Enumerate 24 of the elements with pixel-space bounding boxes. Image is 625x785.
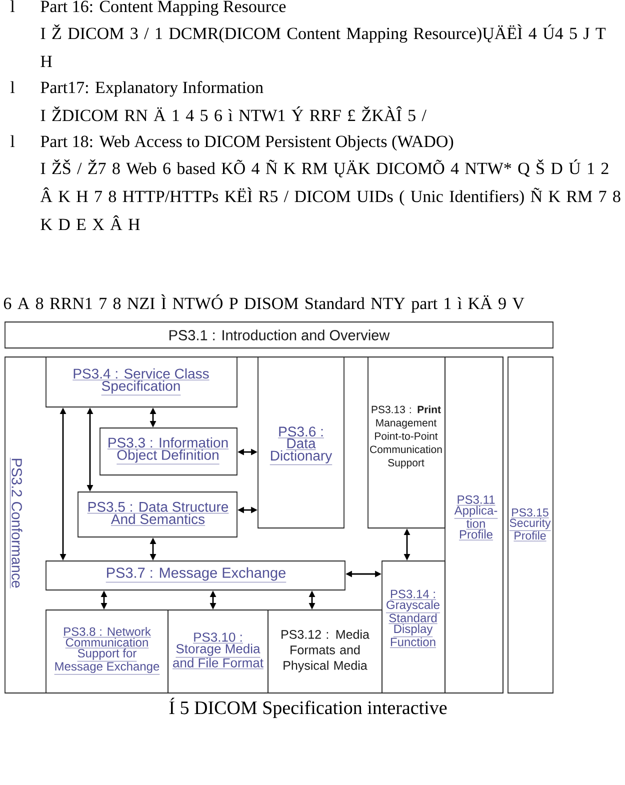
paragraph: I ŽŠ / Ž7 8 Web 6 based KÕ 4 Ñ K RM ŲÄK DICOMÕ 4 NTW* Q Š D Ú 1 2 Â K H 7 8 HTTP/HTTPs KËÌ R5 / DICOM UIDs ( Unic Identifiers) Ñ K RM 7 8 K D E X Â H bbox=[40, 159, 620, 230]
text-box: PS3.15 Security Profile bbox=[508, 356, 554, 694]
text-box: PS3.7 : Message Exchange bbox=[46, 560, 346, 590]
bullet: l bbox=[10, 0, 15, 12]
text-box: PS3.8 : Network Communication Support for Message Exchange bbox=[46, 610, 168, 694]
heading-text: Part17: Explanatory Information bbox=[40, 81, 264, 97]
text-box: PS3.10 : Storage Media and File Format bbox=[168, 610, 268, 694]
text-box: PS3.11 Applica- tion Profile bbox=[444, 356, 504, 694]
text-box: PS3.4 : Service Class Specification bbox=[46, 356, 238, 408]
text-box: PS3.5 : Data Structure And Semantics bbox=[78, 492, 238, 538]
text-box: PS3.6 : Data Dictionary bbox=[258, 356, 344, 528]
heading-text: Part 16: Content Mapping Resource bbox=[40, 0, 286, 16]
text-box: PS3.3 : Information Object Definition bbox=[100, 428, 238, 476]
bullet: l bbox=[10, 135, 15, 147]
figure-caption: Í 5 DICOM Specification interactive bbox=[169, 698, 447, 718]
paragraph: I ŽDICOM RN Ä 1 4 5 6 ì NTW1 Ý RRF £ ŽKÀÎ 5 / bbox=[40, 106, 426, 122]
text-box: PS3.14 : Grayscale Standard Display Function bbox=[382, 560, 446, 694]
title-box: PS3.1 : Introduction and Overview bbox=[4, 322, 554, 348]
heading-text: Part 18: Web Access to DICOM Persistent Objects (WADO) bbox=[40, 135, 454, 151]
text-box: PS3.13 : Print Management Point-to-Point Communication Support bbox=[368, 356, 446, 528]
bullet: l bbox=[10, 81, 15, 93]
paragraph: 6 A 8 RRN1 7 8 NZI Ì NTWÓ P DISOM Standard NTY part 1 ì KÄ 9 V bbox=[4, 294, 524, 313]
text-box: PS3.12 : Media Formats and Physical Media bbox=[268, 610, 382, 694]
paragraph: I Ž DICOM 3 / 1 DCMR(DICOM Content Mapping Resource)ŲÄËÌ 4 Ú4 5 J T H bbox=[40, 24, 606, 67]
